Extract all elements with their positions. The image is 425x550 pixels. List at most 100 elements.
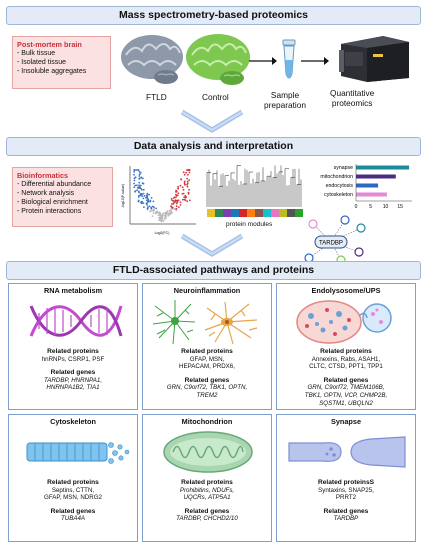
- network-node: [308, 219, 318, 229]
- volcano-point: [188, 169, 191, 171]
- volcano-point: [147, 200, 150, 203]
- card-body: Related proteins Septins, CTTN, GFAP, MS…: [9, 479, 137, 523]
- network-node: [340, 215, 350, 225]
- genes-line: TARDBP, CHCHD2/10: [176, 515, 238, 523]
- volcano-point: [167, 213, 170, 216]
- bioinfo-item: - Network analysis: [17, 190, 75, 197]
- module-color-block: [243, 209, 245, 217]
- volcano-point: [175, 196, 177, 199]
- volcano-point: [166, 210, 169, 212]
- volcano-point: [134, 184, 137, 187]
- card-title: Mitochondrion: [181, 417, 233, 426]
- brain-illustrations: [121, 34, 250, 85]
- card-body: Related proteins Prohibitins, NDUFs, UQC…: [143, 479, 271, 523]
- sample-prep-label: Sample preparation: [264, 90, 306, 110]
- volcano-point: [176, 199, 178, 202]
- protein-network: TARDBP: [304, 215, 366, 265]
- arrow-icon: [249, 57, 277, 65]
- volcano-point: [140, 187, 142, 190]
- related-genes-label: Related genes: [184, 507, 230, 515]
- volcano-point: [169, 209, 172, 212]
- module-color-block: [257, 209, 259, 217]
- microtubule-icon: [26, 442, 130, 464]
- volcano-point: [186, 180, 189, 183]
- volcano-point: [175, 202, 178, 205]
- module-color-block: [291, 209, 293, 217]
- module-color-block: [265, 209, 267, 217]
- synapse-icon: [288, 436, 406, 468]
- volcano-point: [172, 203, 175, 205]
- volcano-point: [140, 176, 143, 179]
- volcano-point: [161, 217, 164, 220]
- bioinfo-item: - Protein interactions: [17, 208, 82, 215]
- rna-icon: [29, 305, 123, 337]
- proteins-line: PRRT2: [335, 494, 357, 502]
- volcano-point: [141, 188, 143, 191]
- network-node: [356, 223, 366, 233]
- volcano-point: [136, 184, 138, 187]
- card-title: Synapse: [330, 417, 361, 426]
- volcano-point: [151, 215, 154, 217]
- module-color-block: [223, 209, 225, 217]
- related-proteins-label: Related proteins: [181, 479, 233, 486]
- module-color-block: [241, 209, 243, 217]
- volcano-point: [179, 184, 182, 187]
- volcano-point: [158, 219, 161, 222]
- card-title: Cytoskeleton: [50, 417, 96, 426]
- module-color-block: [209, 209, 211, 217]
- volcano-point: [149, 200, 152, 203]
- volcano-point: [163, 218, 166, 220]
- volcano-point: [175, 208, 178, 210]
- glia-cells-icon: [152, 300, 258, 345]
- volcano-point: [188, 179, 191, 181]
- module-color-block: [269, 209, 271, 217]
- module-color-block: [247, 209, 249, 217]
- proteins-line: Prohibitins, NDUFs,: [179, 486, 235, 494]
- related-genes-label: Related genes: [50, 507, 96, 515]
- volcano-point: [182, 171, 185, 174]
- volcano-point: [171, 199, 173, 202]
- volcano-point: [188, 171, 191, 174]
- dendrogram-plot: [206, 165, 303, 217]
- volcano-point: [160, 220, 163, 223]
- card-title: Endolysosome/UPS: [311, 286, 381, 295]
- ftld-brain-icon: [121, 35, 183, 84]
- volcano-point: [171, 206, 174, 209]
- volcano-point: [152, 209, 155, 212]
- volcano-point: [138, 170, 141, 173]
- card-body: Related proteins hnRNPs, CSRP1, PSF Rela…: [9, 348, 137, 392]
- proteins-line: CLTC, CTSD, PPT1, TPP1: [309, 363, 383, 371]
- volcano-point: [133, 182, 136, 185]
- volcano-point: [138, 181, 141, 184]
- module-color-block: [271, 209, 273, 217]
- volcano-point: [142, 177, 144, 180]
- related-genes-label: Related genes: [50, 369, 96, 377]
- module-color-block: [245, 209, 247, 217]
- volcano-point: [179, 201, 182, 204]
- genes-line: GRN, C9orf72, TBK1, OPTN,: [166, 384, 248, 392]
- volcano-point: [181, 186, 184, 189]
- card-synapse: Synapse Related proteinsS Syntaxins, SNA…: [276, 414, 416, 542]
- related-proteins-label: Related proteins: [47, 348, 99, 355]
- module-color-block: [259, 209, 261, 217]
- module-color-block: [213, 209, 215, 217]
- tissue-box: Post-mortem brain - Bulk tissue - Isolat…: [12, 36, 111, 89]
- volcano-point: [162, 220, 165, 222]
- module-color-block: [215, 209, 217, 217]
- volcano-point: [159, 217, 162, 220]
- module-color-block: [233, 209, 235, 217]
- module-color-block: [293, 209, 295, 217]
- module-color-block: [297, 209, 299, 217]
- volcano-point: [173, 208, 176, 210]
- volcano-point: [142, 188, 145, 191]
- card-body: Related proteins GFAP, MSN, HEPACAM, PRD…: [143, 348, 271, 400]
- card-mitochondrion: Mitochondrion Related proteins Prohibiti…: [142, 414, 272, 542]
- proteins-line: GFAP, MSN, NDRG2: [44, 494, 102, 502]
- related-genes-label: Related genes: [184, 376, 230, 384]
- module-color-block: [217, 209, 219, 217]
- volcano-point: [155, 212, 158, 215]
- module-color-block: [295, 209, 297, 217]
- related-proteins-label: Related proteins: [181, 348, 233, 355]
- volcano-point: [133, 173, 135, 176]
- x-tick-label: 5: [369, 204, 372, 210]
